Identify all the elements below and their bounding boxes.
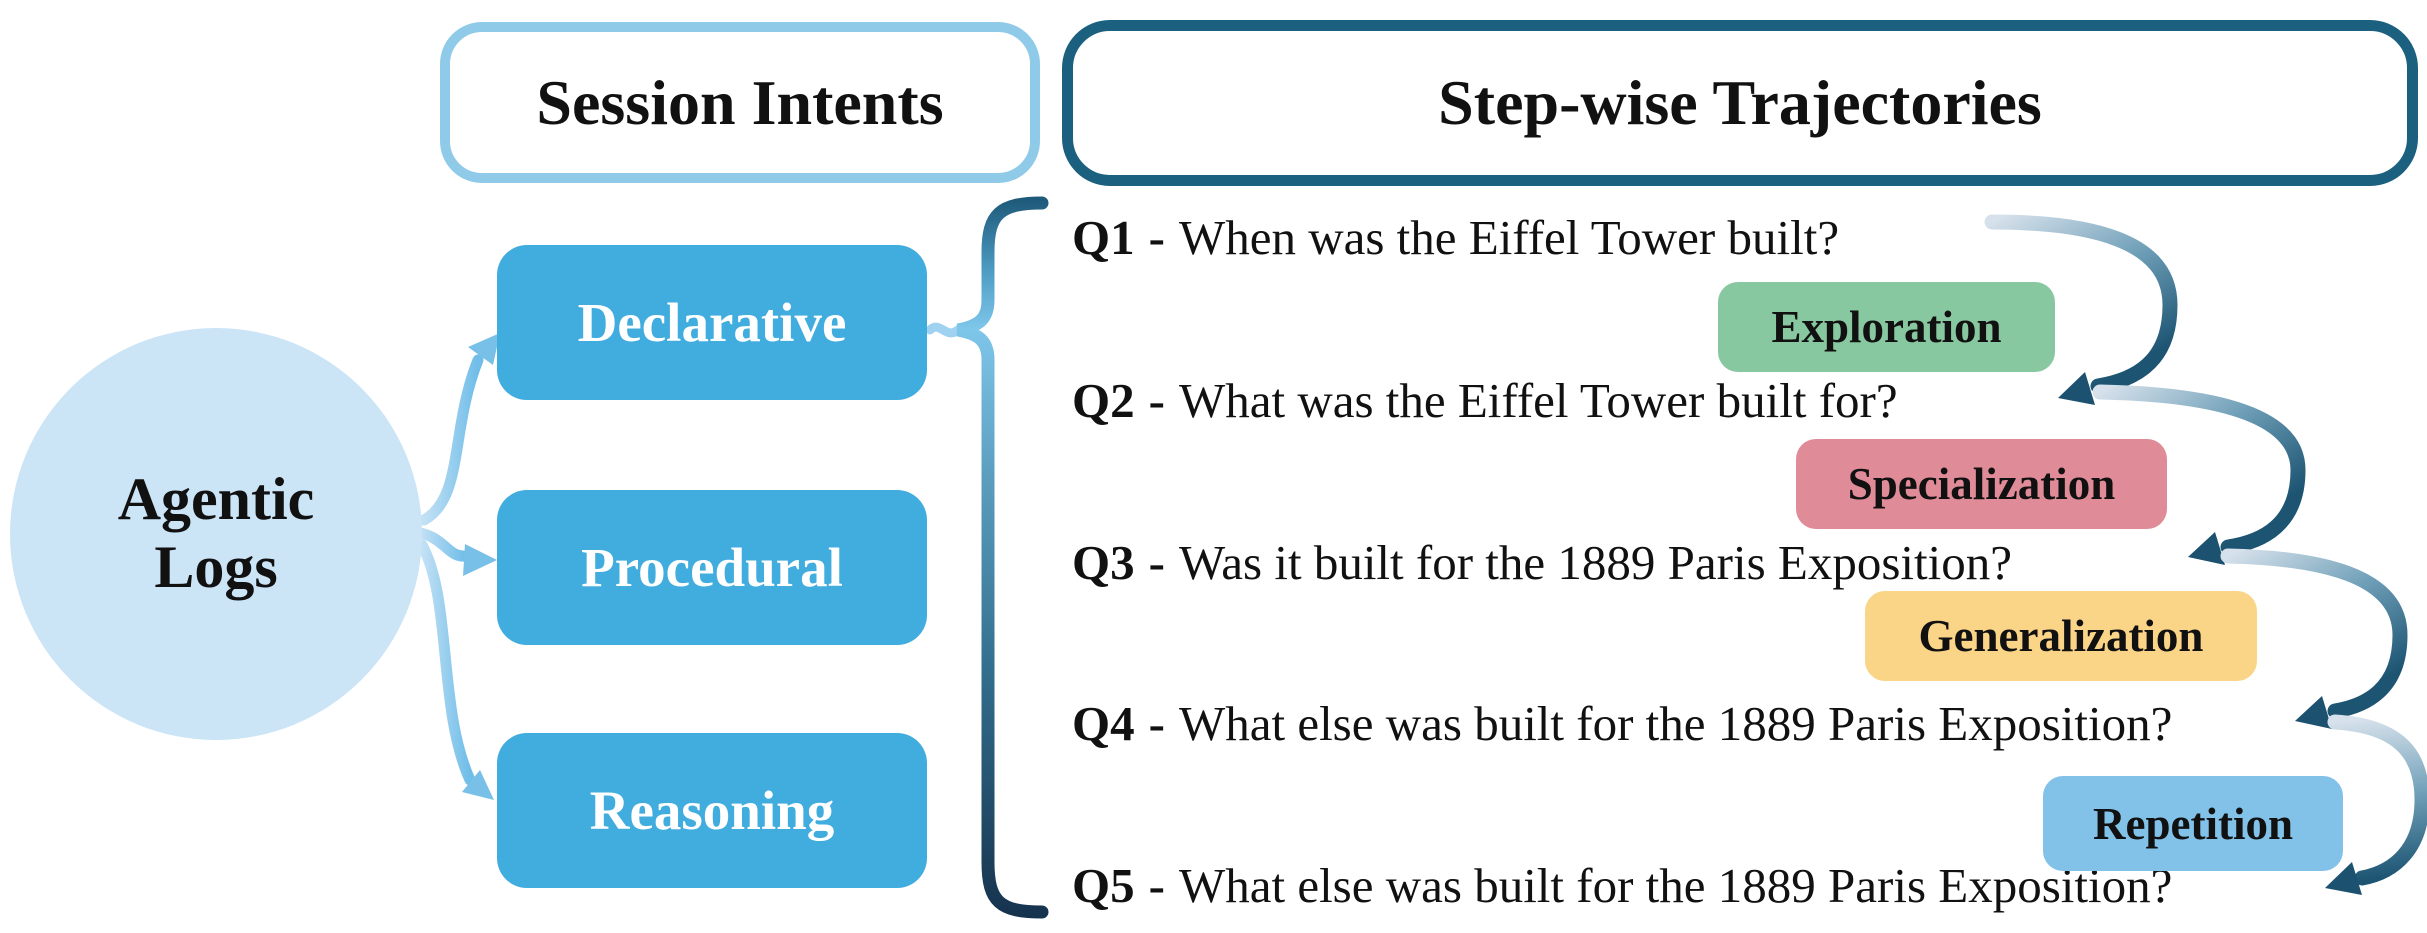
intent-node-procedural: Procedural (497, 490, 927, 645)
trajectory-arrow-q4-q5 (2325, 714, 2427, 895)
agentic-logs-label-line2: Logs (154, 534, 278, 600)
transition-label: Generalization (1918, 611, 2204, 661)
question-dash: - (1148, 372, 1165, 428)
question-text: What else was built for the 1889 Paris E… (1178, 857, 2173, 913)
transition-badge-generalization: Generalization (1865, 591, 2257, 681)
question-text: When was the Eiffel Tower built? (1178, 209, 1840, 265)
stepwise-trajectories-header: Step-wise Trajectories (1062, 20, 2418, 186)
stepwise-trajectories-title: Step-wise Trajectories (1438, 67, 2042, 138)
trajectory-arrow-q1-q2 (1984, 214, 2178, 405)
intent-label-reasoning: Reasoning (589, 780, 835, 841)
transition-label: Specialization (1847, 459, 2116, 509)
question-dash: - (1148, 857, 1165, 913)
session-intents-header: Session Intents (440, 22, 1040, 183)
intent-node-reasoning: Reasoning (497, 733, 927, 888)
trajectory-arrow-q3-q4 (2220, 548, 2408, 729)
question-text: Was it built for the 1889 Paris Expositi… (1178, 534, 2013, 590)
question-id: Q1 (1072, 209, 1135, 265)
agentic-logs-label-line1: Agentic (117, 466, 315, 533)
transition-badge-repetition: Repetition (2043, 776, 2343, 871)
transition-badge-exploration: Exploration (1718, 282, 2055, 372)
declarative-brace-link (925, 322, 963, 338)
question-row-q1: Q1 - When was the Eiffel Tower built? (1072, 202, 1839, 272)
question-text: What was the Eiffel Tower built for? (1178, 372, 1898, 428)
question-id: Q4 (1072, 695, 1135, 751)
question-dash: - (1148, 209, 1165, 265)
question-id: Q3 (1072, 534, 1135, 590)
question-dash: - (1148, 695, 1165, 751)
agentic-logs-node: Agentic Logs (10, 328, 422, 740)
intent-arrow-declarative (418, 333, 500, 526)
question-id: Q2 (1072, 372, 1135, 428)
transition-badge-specialization: Specialization (1796, 439, 2167, 529)
transition-label: Repetition (2093, 798, 2293, 849)
question-row-q5: Q5 - What else was built for the 1889 Pa… (1072, 850, 2172, 920)
trajectory-arrow-q2-q3 (2092, 384, 2306, 565)
intent-node-declarative: Declarative (497, 245, 927, 400)
intent-arrow-reasoning (416, 539, 494, 800)
question-row-q2: Q2 - What was the Eiffel Tower built for… (1072, 365, 1898, 435)
trajectory-brace (956, 196, 1049, 919)
question-dash: - (1148, 534, 1165, 590)
question-text: What else was built for the 1889 Paris E… (1178, 695, 2173, 751)
question-row-q4: Q4 - What else was built for the 1889 Pa… (1072, 688, 2172, 758)
question-id: Q5 (1072, 857, 1135, 913)
intent-arrow-procedural (414, 527, 497, 576)
intent-label-declarative: Declarative (577, 292, 847, 353)
question-row-q3: Q3 - Was it built for the 1889 Paris Exp… (1072, 527, 2012, 597)
session-intents-title: Session Intents (536, 66, 944, 138)
intent-label-procedural: Procedural (581, 537, 843, 598)
transition-label: Exploration (1771, 302, 2002, 352)
